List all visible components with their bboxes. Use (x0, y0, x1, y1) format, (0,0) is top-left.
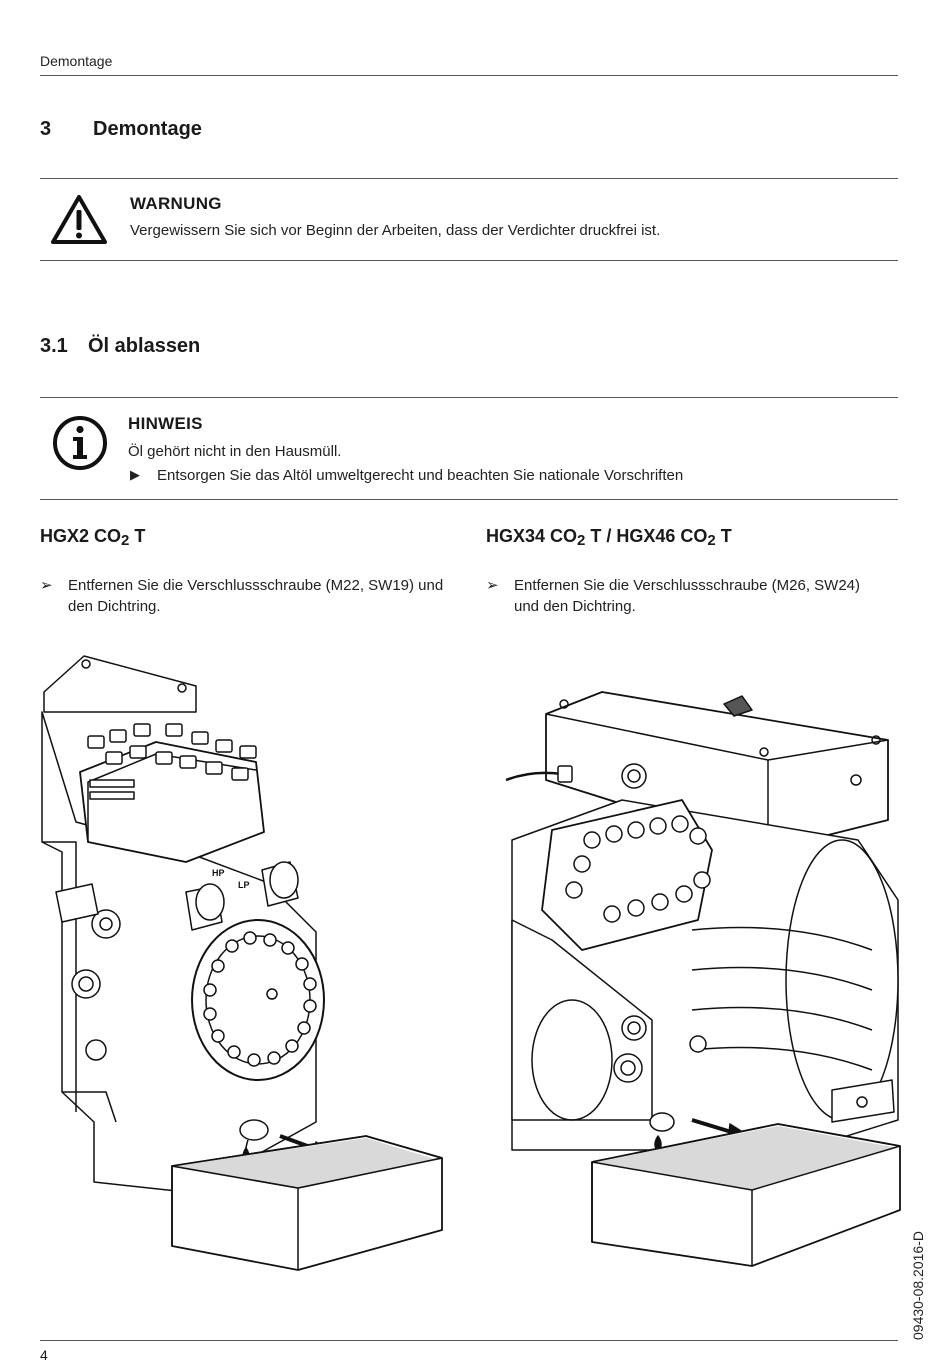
hp-label: HP (212, 868, 225, 878)
warning-title: WARNUNG (130, 194, 222, 213)
figure-hgx34-hgx46-oil-drain (502, 680, 902, 1274)
notice-bottom-rule (40, 499, 898, 500)
running-header: Demontage (40, 53, 113, 69)
subsection-heading: 3.1 Öl ablassen (40, 335, 200, 358)
bullet-arrow-icon: ➢ (486, 577, 499, 594)
notice-step: Entsorgen Sie das Altöl umweltgerecht un… (157, 467, 684, 484)
footer-rule (40, 1340, 898, 1341)
warning-bottom-rule (40, 260, 898, 261)
instruction-left-text: Entfernen Sie die Verschlussschraube (M2… (68, 577, 444, 615)
warning-text: Vergewissern Sie sich vor Beginn der Arb… (130, 222, 661, 239)
figure-hgx2-oil-drain: HP LP (36, 652, 456, 1274)
page-number: 4 (40, 1347, 48, 1363)
notice-title: HINWEIS (128, 414, 203, 433)
section-number: 3 (40, 118, 52, 140)
header-rule (40, 75, 898, 76)
notice-text: Öl gehört nicht in den Hausmüll. (128, 443, 342, 460)
notice-top-rule (40, 397, 898, 398)
subsection-number: 3.1 (40, 335, 68, 357)
column-heading-right: HGX34 CO2 T / HGX46 CO2 T (486, 526, 732, 549)
instruction-right: ➢ Entfernen Sie die Verschlussschraube (… (486, 575, 906, 619)
document-code: 09430-08.2016-D (910, 1231, 926, 1340)
instruction-right-text: Entfernen Sie die Verschlussschraube (M2… (514, 577, 861, 615)
bullet-arrow-icon: ➢ (40, 577, 53, 594)
warning-top-rule (40, 178, 898, 179)
column-heading-left: HGX2 CO2 T (40, 526, 146, 549)
lp-label: LP (238, 880, 250, 890)
step-arrow-icon: ▶ (130, 467, 140, 482)
section-title: Demontage (93, 118, 202, 140)
instruction-left: ➢ Entfernen Sie die Verschlussschraube (… (40, 575, 460, 619)
subsection-title: Öl ablassen (88, 335, 201, 357)
section-heading: 3 Demontage (40, 118, 202, 141)
warning-triangle-icon (50, 194, 108, 246)
info-icon (52, 415, 108, 471)
